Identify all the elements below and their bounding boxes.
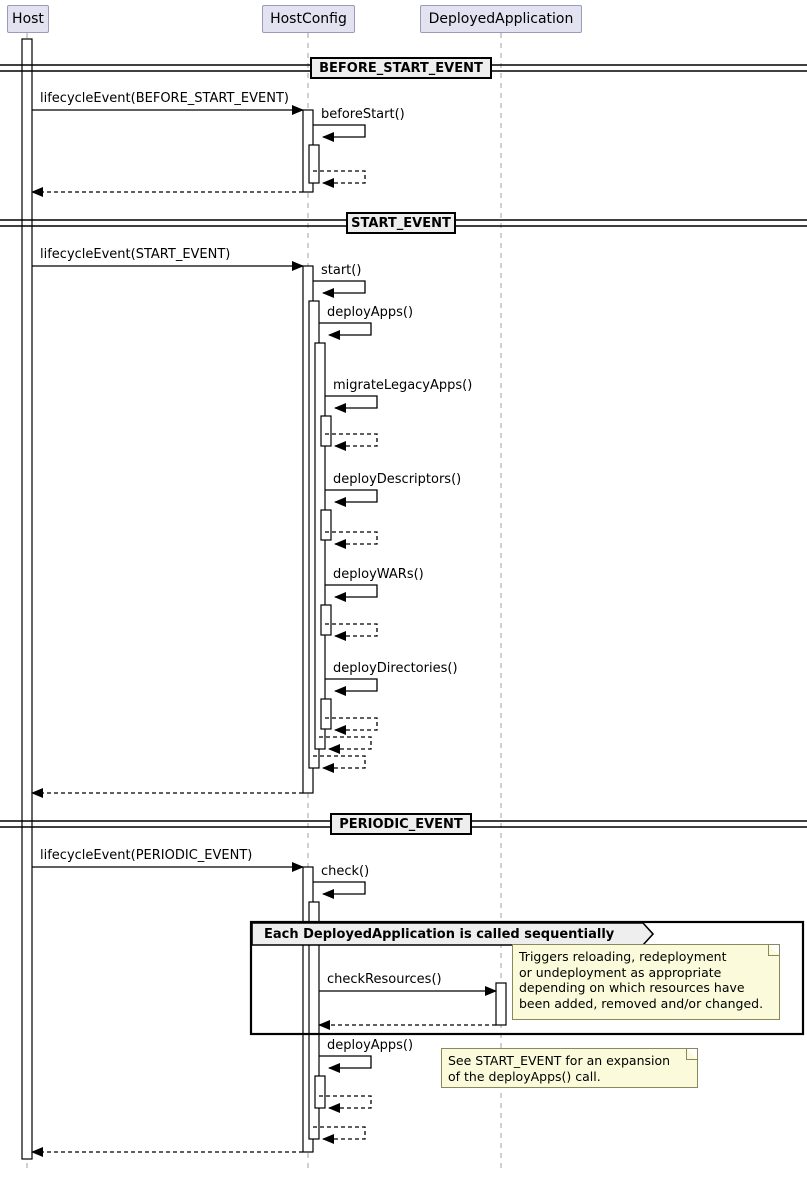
group-frame-g1 bbox=[249, 920, 805, 1036]
note-line: See START_EVENT for an expansion bbox=[448, 1053, 671, 1068]
activation-bar-a8 bbox=[320, 604, 332, 636]
participant-config[interactable]: HostConfig bbox=[262, 5, 355, 33]
message-m24 bbox=[319, 1095, 372, 1113]
message-m23 bbox=[319, 1055, 372, 1073]
note-fold-corner-icon bbox=[686, 1049, 697, 1060]
message-m17 bbox=[313, 755, 366, 773]
message-m14 bbox=[325, 678, 378, 696]
message-m10 bbox=[325, 489, 378, 507]
divider-label-1: START_EVENT bbox=[351, 215, 451, 231]
message-m15 bbox=[325, 717, 378, 735]
activation-bars-group bbox=[21, 38, 507, 1160]
note-line: depending on which resources have bbox=[519, 980, 745, 995]
message-m2-label: beforeStart() bbox=[321, 107, 405, 122]
note-line: of the deployApps() call. bbox=[448, 1068, 601, 1084]
message-m14-label: deployDirectories() bbox=[333, 661, 458, 676]
message-m7 bbox=[319, 322, 372, 340]
message-m7-label: deployApps() bbox=[327, 305, 414, 320]
divider-label-2: PERIODIC_EVENT bbox=[339, 816, 463, 832]
note-line: been added, removed and/or changed. bbox=[519, 995, 764, 1011]
message-m6-label: start() bbox=[321, 263, 362, 278]
activation-bar-a12 bbox=[314, 1075, 326, 1109]
message-m20-label: check() bbox=[321, 864, 370, 879]
message-m16 bbox=[319, 736, 372, 754]
participant-host[interactable]: Host bbox=[7, 5, 49, 33]
participant-app[interactable]: DeployedApplication bbox=[420, 5, 582, 33]
message-m5-label: lifecycleEvent(START_EVENT) bbox=[40, 247, 231, 262]
note-line: Triggers reloading, redeployment bbox=[519, 949, 727, 964]
message-m3 bbox=[313, 170, 366, 188]
divider-1: START_EVENT bbox=[346, 212, 456, 234]
participant-label-app: DeployedApplication bbox=[428, 11, 574, 27]
message-m8 bbox=[325, 395, 378, 413]
activation-bar-a9 bbox=[320, 698, 332, 730]
message-m13 bbox=[325, 623, 378, 641]
message-m25 bbox=[313, 1126, 366, 1144]
activation-bar-a5 bbox=[314, 342, 326, 750]
message-m12-label: deployWARs() bbox=[333, 567, 424, 582]
message-m6 bbox=[313, 280, 366, 298]
participant-label-config: HostConfig bbox=[270, 11, 347, 27]
divider-label-0: BEFORE_START_EVENT bbox=[319, 60, 483, 76]
message-m1-label: lifecycleEvent(BEFORE_START_EVENT) bbox=[40, 91, 289, 106]
note-fold-corner-icon bbox=[768, 945, 779, 956]
message-m19-label: lifecycleEvent(PERIODIC_EVENT) bbox=[40, 848, 253, 863]
participant-label-host: Host bbox=[12, 11, 44, 27]
message-m23-label: deployApps() bbox=[327, 1038, 414, 1053]
activation-bar-a7 bbox=[320, 509, 332, 541]
group-label-g1: Each DeployedApplication is called seque… bbox=[264, 927, 615, 942]
activation-bar-a-host bbox=[21, 38, 33, 1160]
activation-bar-a2 bbox=[308, 144, 320, 184]
activation-bar-a6 bbox=[320, 415, 332, 447]
message-m21-label: checkResources() bbox=[327, 972, 442, 987]
message-m12 bbox=[325, 584, 378, 602]
note-line: or undeployment as appropriate bbox=[519, 964, 722, 980]
message-m9 bbox=[325, 433, 378, 451]
divider-lines-group bbox=[0, 64, 807, 828]
activation-bar-a13 bbox=[495, 982, 507, 1026]
messages-group bbox=[31, 105, 497, 1157]
divider-2: PERIODIC_EVENT bbox=[330, 813, 472, 835]
message-m11 bbox=[325, 531, 378, 549]
lifelines-group bbox=[26, 33, 502, 1172]
divider-0: BEFORE_START_EVENT bbox=[310, 57, 492, 79]
message-m10-label: deployDescriptors() bbox=[333, 472, 462, 487]
message-m8-label: migrateLegacyApps() bbox=[333, 378, 473, 393]
group-frames-group bbox=[249, 920, 805, 1036]
message-m20 bbox=[313, 881, 366, 899]
message-m2 bbox=[313, 124, 366, 142]
group-header-tab-g1 bbox=[251, 922, 655, 946]
